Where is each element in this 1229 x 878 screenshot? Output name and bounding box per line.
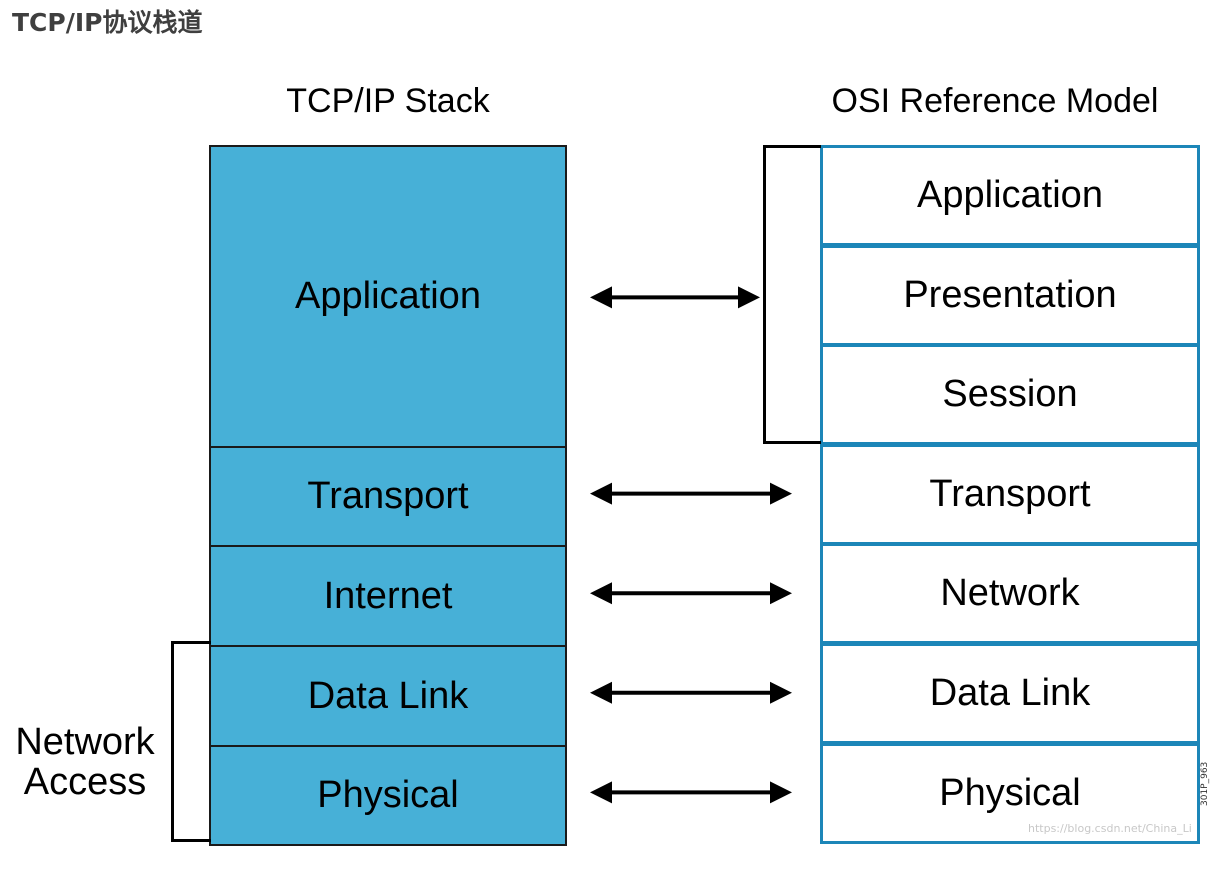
osi-layer-label: Network [940,572,1080,614]
tcp-layer-label: Physical [317,774,459,816]
page-heading: TCP/IP协议栈道 [12,8,203,37]
tcp-layer-physical: Physical [211,745,565,844]
osi-model-title: OSI Reference Model [831,82,1159,120]
network-access-bracket [171,641,211,842]
osi-layer-network: Network [820,543,1200,644]
osi-layer-session: Session [820,344,1200,445]
tcp-layer-label: Application [295,275,481,317]
tcp-layer-label: Data Link [307,674,469,717]
osi-layer-physical: Physical [820,743,1200,844]
network-access-label: Network Access [4,722,166,802]
arrow-data-link [590,681,792,704]
osi-layer-application: Application [820,145,1200,246]
osi-layer-label: Application [917,174,1103,216]
tcp-stack: Application Transport Internet Data Link… [209,145,567,846]
tcp-stack-title: TCP/IP Stack [286,82,490,120]
osi-layer-label: Session [942,373,1078,415]
osi-layer-label: Data Link [929,672,1091,714]
tcp-layer-application: Application [211,147,565,446]
osi-layer-label: Presentation [903,274,1117,316]
osi-layer-label: Physical [939,772,1081,814]
arrow-physical [590,781,792,804]
osi-layer-presentation: Presentation [820,245,1200,346]
tcp-layer-label: Internet [323,574,453,617]
figure-id: 301P_963 [1200,761,1210,806]
tcp-layer-label: Transport [307,475,469,517]
arrow-transport [590,482,792,505]
network-access-line2: Access [23,761,147,803]
osi-layer-data-link: Data Link [820,643,1200,744]
osi-layer-label: Transport [929,473,1091,515]
osi-upper-layers-bracket [763,145,821,444]
tcp-layer-internet: Internet [211,545,565,645]
network-access-line1: Network [15,721,155,763]
watermark: https://blog.csdn.net/China_Li [1028,822,1192,835]
arrow-application [590,286,760,309]
tcp-layer-data-link: Data Link [211,645,565,745]
osi-layer-transport: Transport [820,444,1200,545]
tcp-layer-transport: Transport [211,446,565,545]
osi-stack: Application Presentation Session Transpo… [820,145,1200,844]
arrow-internet-network [590,582,792,605]
